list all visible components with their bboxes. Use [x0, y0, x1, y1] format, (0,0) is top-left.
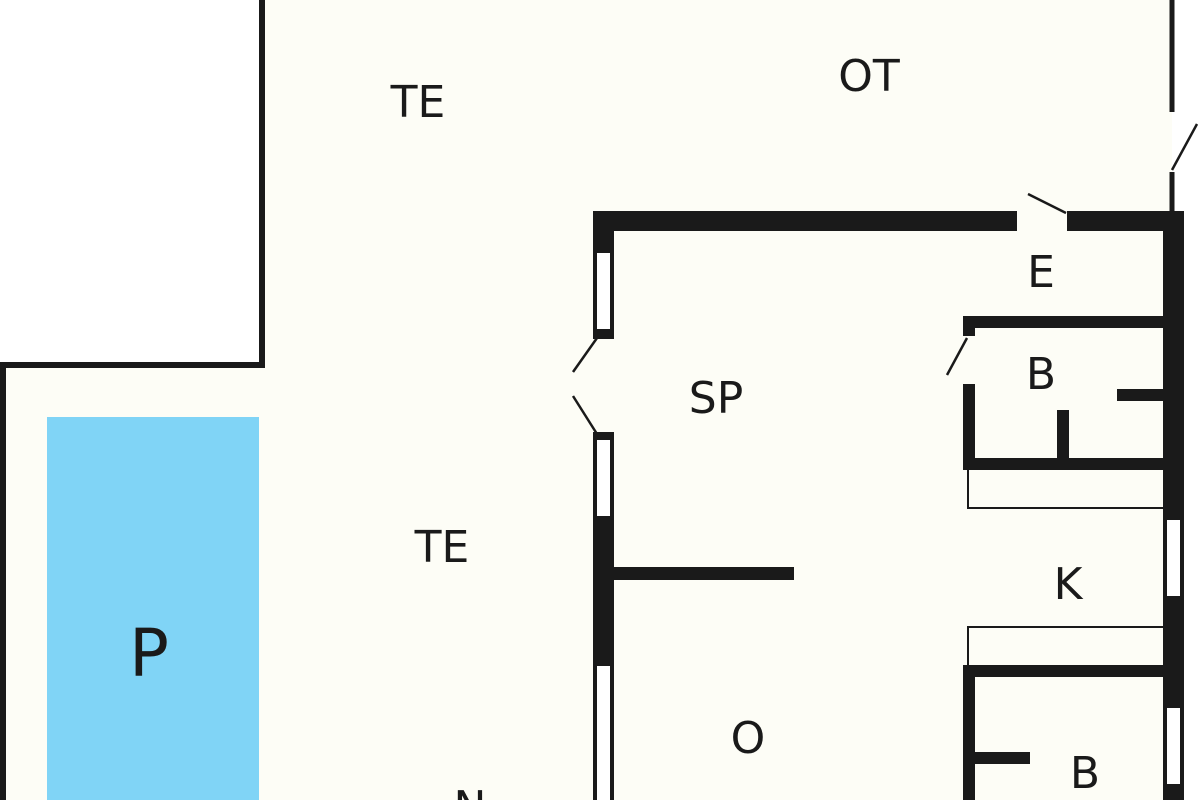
bath1-wall-top	[963, 316, 1165, 328]
window-left-3	[593, 662, 614, 800]
window-left-1	[593, 249, 614, 333]
wall-left-top	[593, 211, 614, 251]
label-entrance: E	[1027, 247, 1055, 298]
label-pool: P	[129, 615, 169, 692]
bath2-stub	[975, 752, 1030, 764]
label-terrace-top: TE	[390, 77, 446, 128]
window-left-2	[593, 436, 614, 520]
label-partial: N	[454, 782, 487, 800]
entrance-door-swing	[1027, 192, 1067, 215]
label-kitchen: K	[1054, 559, 1084, 610]
terrace-door-swing	[1170, 123, 1199, 171]
wall-right-mid	[1163, 598, 1184, 708]
wall-top-right	[1067, 211, 1184, 231]
bath1-stub-center	[1057, 410, 1069, 460]
bath1-wall-left-top	[963, 316, 975, 336]
wall-right-top	[1163, 211, 1184, 519]
bath2-wall-left	[963, 665, 975, 800]
label-terrace-left: TE	[414, 522, 470, 573]
partition-sp-o	[612, 567, 794, 580]
bath1-wall-bottom	[963, 458, 1165, 470]
floor-area	[3, 0, 1172, 800]
label-living-room: O	[731, 713, 766, 764]
label-dining-room: SP	[689, 373, 743, 424]
kitchen-counter-bottom	[967, 626, 1163, 666]
wall-left-mid-1	[593, 331, 614, 339]
bath1-wall-left-bottom	[963, 384, 975, 470]
wall-top-left	[593, 211, 1017, 231]
label-bathroom-2: B	[1070, 748, 1100, 799]
patio-door-swing-1	[571, 337, 599, 373]
kitchen-counter-top	[967, 470, 1163, 509]
label-bathroom-1: B	[1026, 349, 1056, 400]
label-covered-terrace: OT	[838, 51, 900, 102]
bath1-stub-right	[1117, 389, 1165, 401]
outer-boundary	[0, 0, 265, 800]
wall-right-bottom	[1163, 784, 1184, 800]
bath1-door-swing	[945, 337, 969, 376]
wall-left-solid	[593, 518, 614, 666]
bath2-wall-top	[963, 665, 1165, 677]
window-right-1	[1163, 516, 1184, 600]
window-right-2	[1163, 704, 1184, 788]
patio-door-swing-2	[571, 395, 599, 435]
pool	[47, 417, 259, 800]
